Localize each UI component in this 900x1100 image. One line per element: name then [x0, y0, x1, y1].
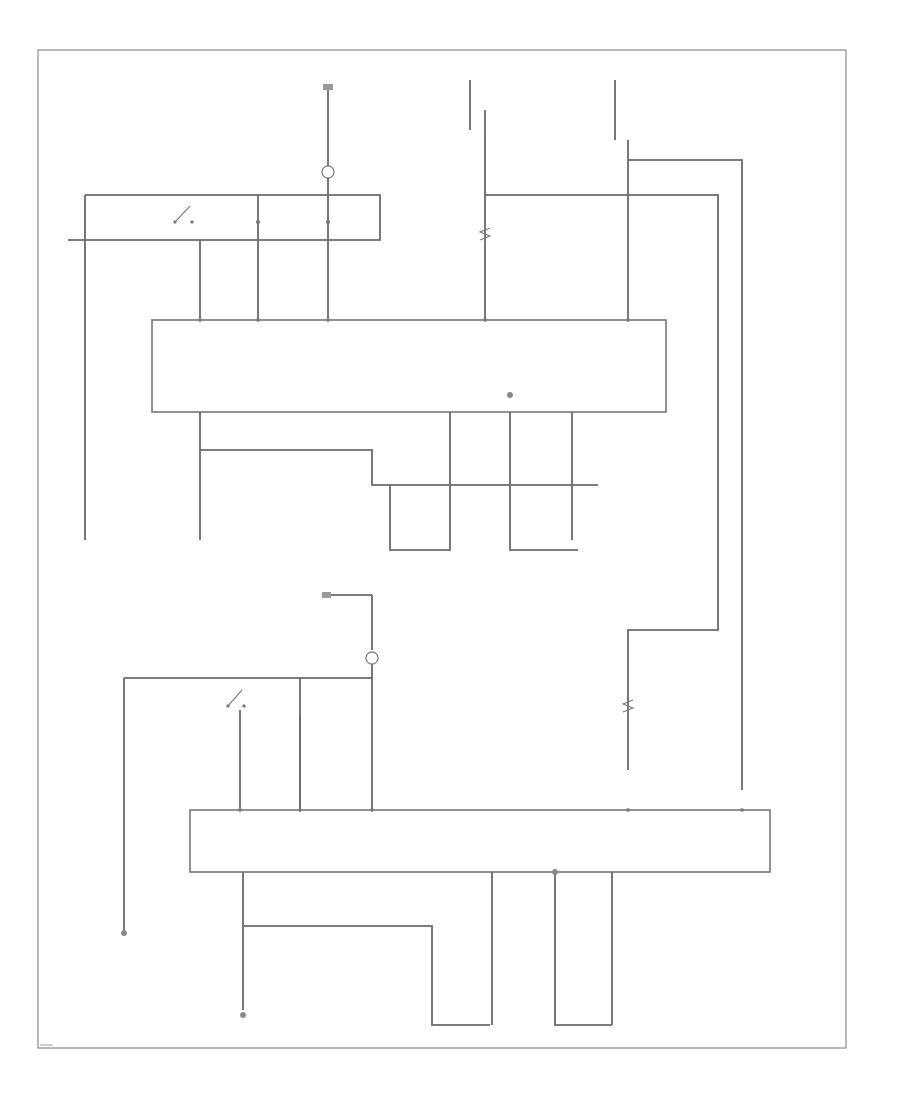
ground-icon: [552, 869, 558, 875]
thermistor-icon: [621, 699, 635, 713]
lamp-icon: [365, 651, 379, 665]
ground-icon: [507, 392, 513, 398]
lower-module-pins: [238, 808, 744, 812]
upper-thermistor-chain: [469, 80, 719, 770]
lower-switch-bus: [123, 677, 372, 930]
lamp-icon: [321, 165, 335, 179]
upper-switch-bus: [68, 194, 381, 241]
diagram-frame: [37, 49, 847, 1049]
upper-module-pins: [198, 318, 630, 322]
upper-module-inputs: [84, 240, 329, 540]
ground-icon: [240, 1012, 246, 1018]
lower-module-outputs: [121, 869, 613, 1026]
lower-lamp-feed: [322, 592, 379, 810]
thermistor-icon: [478, 227, 492, 241]
switch-icon: [227, 689, 243, 707]
lower-module-inputs: [239, 699, 635, 810]
connector-pin-icon: [322, 592, 331, 598]
ground-icon: [121, 930, 127, 936]
upper-lamp-feed: [321, 84, 335, 240]
upper-right-feed: [614, 80, 743, 790]
connector-pin-icon: [323, 84, 333, 90]
switch-icon: [174, 205, 191, 223]
upper-seat-module: [151, 319, 667, 413]
diagram-code: W00000: [40, 1043, 53, 1047]
upper-module-outputs: [199, 392, 598, 551]
lower-seat-module: [189, 809, 771, 873]
